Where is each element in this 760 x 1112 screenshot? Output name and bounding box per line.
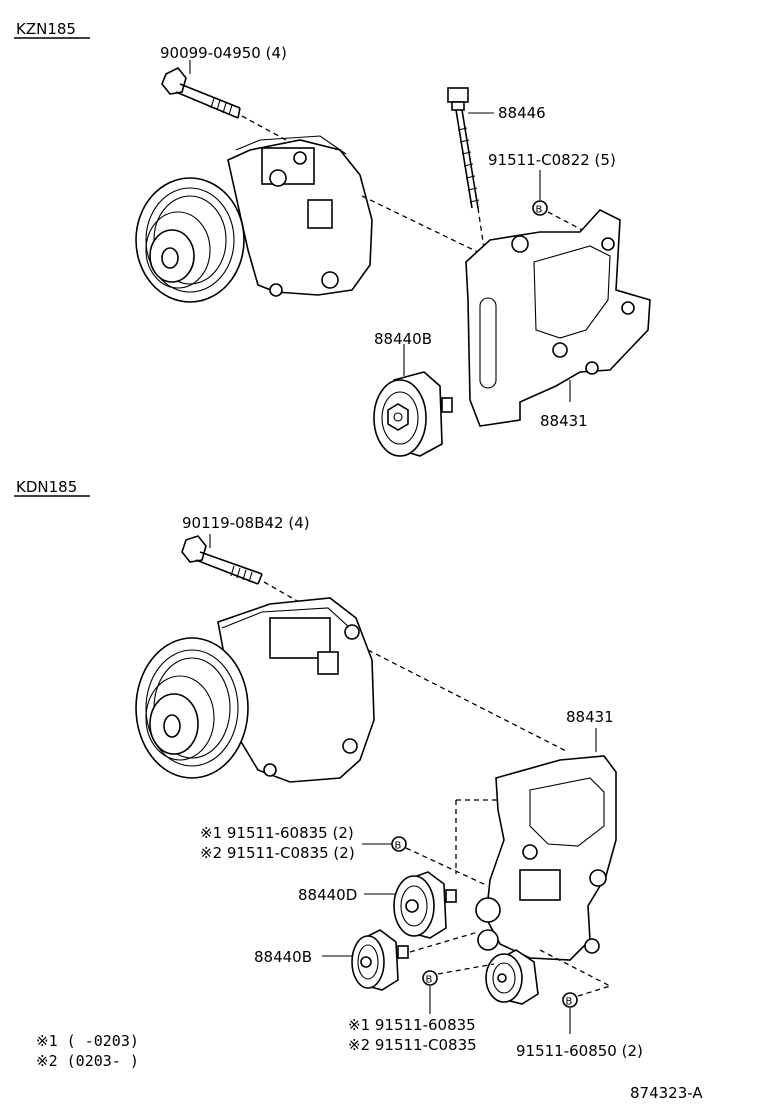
label-88446: 88446 <box>498 104 546 122</box>
compressor-bolt-bottom[interactable] <box>181 535 263 585</box>
label-lower-note1: ※1 91511-60835 <box>348 1016 476 1034</box>
bracket-88431-top[interactable] <box>465 209 651 427</box>
ref-marker-b <box>391 836 407 852</box>
label-bracket-top: 88431 <box>540 412 588 430</box>
dashed-guide <box>361 195 487 257</box>
section-kzn185: KZN185 90099-04950 (4) <box>14 20 651 457</box>
label-lower-note2: ※2 91511-C0835 <box>348 1036 477 1054</box>
bracket-88431-bottom[interactable] <box>475 755 617 961</box>
dashed-guide <box>405 847 489 887</box>
compressor-bolt-top[interactable] <box>161 66 241 119</box>
section-title-kdn185: KDN185 <box>16 478 77 496</box>
dashed-guide <box>437 963 495 975</box>
dashed-guide <box>547 211 587 233</box>
footnote-1: ※1 ( -0203) <box>36 1032 139 1050</box>
footnote-2: ※2 (0203- ) <box>36 1052 139 1070</box>
tensioner-pulley[interactable] <box>485 949 539 1005</box>
label-bolt-note2: ※2 91511-C0835 (2) <box>200 844 355 862</box>
label-idler-d: 88440D <box>298 886 357 904</box>
dashed-guide <box>241 115 287 141</box>
ref-marker-b <box>562 992 578 1008</box>
section-kdn185: KDN185 90119-08B42 (4) <box>14 478 703 1102</box>
idler-pulley-88440b-bottom[interactable] <box>351 929 409 991</box>
idler-pulley-88440b-top[interactable] <box>373 371 453 457</box>
label-compressor-bolt-top: 90099-04950 (4) <box>160 44 287 62</box>
compressor-bottom[interactable] <box>135 597 375 783</box>
label-bolt-note1: ※1 91511-60835 (2) <box>200 824 354 842</box>
label-bracket-bolt-top: 91511-C0822 (5) <box>488 151 616 169</box>
ref-marker-b <box>532 200 548 216</box>
long-bolt-88446[interactable] <box>447 87 480 209</box>
ref-marker-b-text: B <box>566 997 573 1008</box>
compressor-top[interactable] <box>135 135 373 303</box>
idler-pulley-88440d[interactable] <box>393 871 457 939</box>
dashed-guide <box>577 985 611 997</box>
label-compressor-bolt-bottom: 90119-08B42 (4) <box>182 514 310 532</box>
ref-marker-b-text: B <box>395 841 402 852</box>
label-idler-top: 88440B <box>374 330 432 348</box>
dashed-guide <box>409 931 479 953</box>
ref-marker-b-text: B <box>426 975 433 986</box>
ref-marker-b <box>422 970 438 986</box>
label-idler-b-bottom: 88440B <box>254 948 312 966</box>
dashed-guide <box>539 949 611 987</box>
dashed-guide <box>367 649 569 753</box>
section-title-kzn185: KZN185 <box>16 20 76 38</box>
label-bracket-bottom: 88431 <box>566 708 614 726</box>
ref-marker-b-text: B <box>536 205 543 216</box>
label-lower-bolt: 91511-60850 (2) <box>516 1042 643 1060</box>
figure-id: 874323-A <box>630 1084 703 1102</box>
